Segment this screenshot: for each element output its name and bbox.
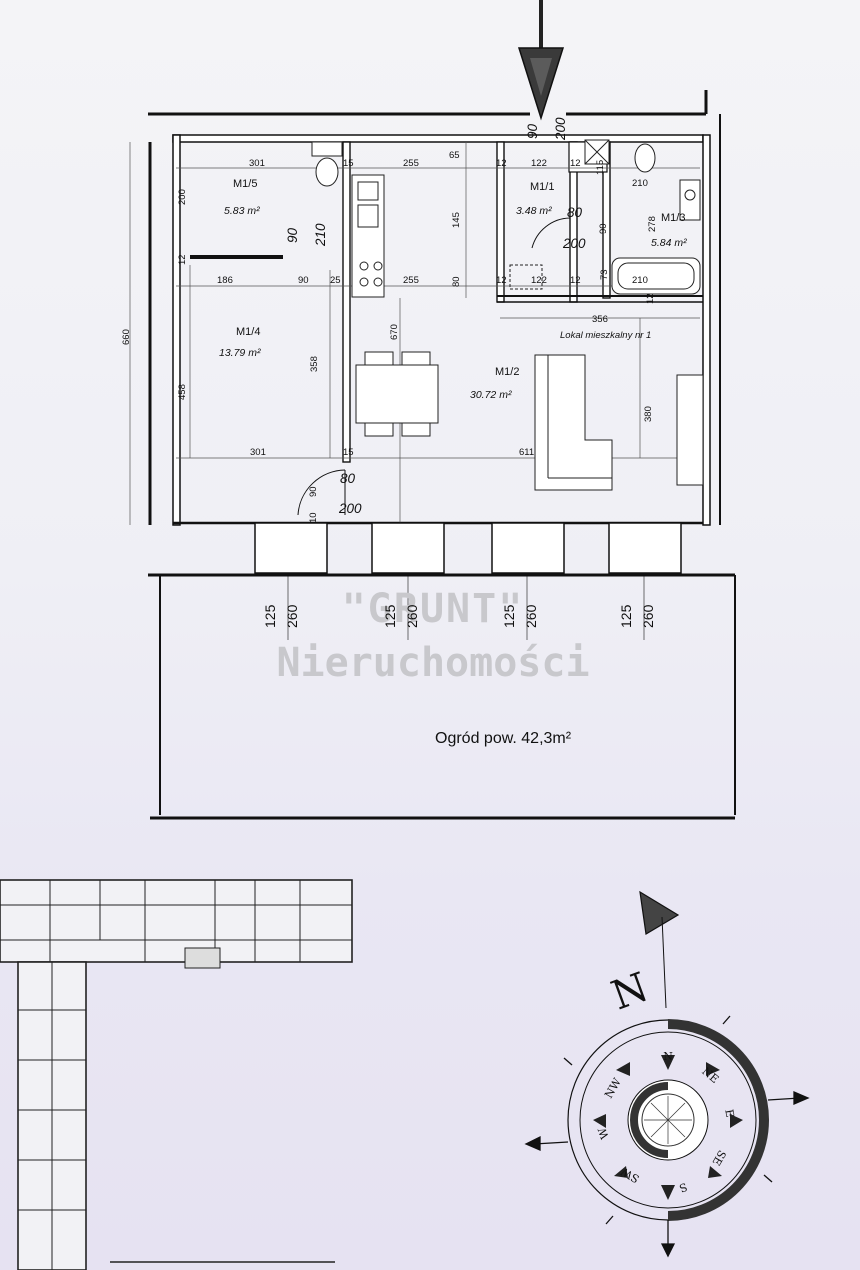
dimension: 301: [250, 447, 266, 458]
compass-point-label: SE: [710, 1148, 729, 1168]
room-id: M1/5: [233, 178, 257, 190]
dimension: 12: [570, 275, 581, 286]
door-height: 200: [338, 501, 362, 516]
dimension: 65: [449, 150, 460, 161]
door-width: 80: [340, 471, 356, 486]
compass-point-label: NE: [699, 1065, 721, 1086]
dimension: 458: [177, 384, 188, 400]
dimension: 611: [519, 447, 534, 458]
compass-rose: [524, 890, 810, 1258]
site-plan: [0, 879, 353, 1270]
dimension: 380: [643, 406, 654, 422]
dimension: 90: [298, 275, 309, 286]
entrance-door-width: 90: [525, 123, 540, 139]
dimension: 12: [496, 275, 507, 286]
dimension: 115: [595, 160, 606, 175]
door-height: 210: [313, 223, 328, 247]
dimension: 660: [121, 329, 132, 345]
fixtures: [311, 139, 704, 491]
door-width: 80: [567, 205, 583, 220]
terrace-door-width: 125: [501, 604, 517, 628]
apartment-label: Lokal mieszkalny nr 1: [560, 330, 651, 341]
room-id: M1/4: [236, 326, 260, 338]
door-width: 90: [285, 227, 300, 243]
watermark-line1: "GRUNT": [342, 586, 525, 632]
compass-point-label: S: [677, 1180, 689, 1195]
entrance-arrow: [517, 0, 565, 121]
dimension: 122: [531, 158, 547, 169]
room-area: 30.72 m²: [470, 389, 512, 401]
dimension: 90: [308, 486, 319, 497]
room-area: 3.48 m²: [516, 205, 552, 217]
dimension: 670: [389, 324, 400, 340]
dimension: 12: [645, 293, 656, 304]
terrace-door-width: 125: [618, 604, 634, 628]
terrace-door-width: 125: [382, 604, 398, 628]
dimension: 301: [249, 158, 265, 169]
compass-point-label: E: [722, 1108, 736, 1118]
dimension: 10: [308, 512, 319, 523]
door-swings: [297, 217, 571, 516]
compass-point-label: W: [595, 1125, 611, 1141]
dimension: 15: [343, 447, 354, 458]
dimension: 73: [599, 269, 610, 280]
dimension: 145: [451, 212, 462, 228]
dimension: 278: [647, 216, 658, 232]
room-id: M1/3: [661, 212, 685, 224]
outer-walls: [148, 90, 721, 526]
room-area: 5.84 m²: [651, 237, 687, 249]
terrace-door-height: 260: [284, 604, 300, 628]
compass-north-label: N: [606, 964, 655, 1019]
door-height: 200: [562, 236, 586, 251]
entrance-door-height: 200: [553, 117, 568, 141]
dimension: 255: [403, 158, 419, 169]
dimension: 358: [309, 356, 320, 372]
room-id: M1/1: [530, 181, 554, 193]
dimension: 356: [592, 314, 608, 325]
dimension: 210: [632, 178, 648, 189]
dimension: 25: [330, 275, 341, 286]
dimension: 15: [343, 158, 354, 169]
compass-point-label: SW: [618, 1164, 641, 1185]
dimension: 210: [632, 275, 648, 286]
room-id: M1/2: [495, 366, 519, 378]
dimension: 12: [570, 158, 581, 169]
watermark-line2: Nieruchomości: [276, 640, 589, 686]
dimension: 122: [531, 275, 547, 286]
terrace-garden: [148, 522, 736, 820]
terrace-door-width: 125: [262, 604, 278, 628]
interior-walls: [190, 141, 703, 463]
compass-point-label: N: [663, 1050, 673, 1063]
dimension: 12: [496, 158, 507, 169]
dimension: 186: [217, 275, 233, 286]
terrace-door-height: 260: [640, 604, 656, 628]
dimension: 200: [177, 189, 188, 205]
terrace-door-height: 260: [404, 604, 420, 628]
compass-point-label: NW: [602, 1075, 624, 1100]
terrace-door-height: 260: [523, 604, 539, 628]
dimension: 90: [598, 223, 609, 234]
garden-label: Ogród pow. 42,3m²: [435, 730, 572, 747]
room-area: 5.83 m²: [224, 205, 260, 217]
dimension: 80: [451, 276, 462, 287]
dimension: 12: [177, 254, 188, 265]
room-area: 13.79 m²: [219, 347, 261, 359]
dimension: 255: [403, 275, 419, 286]
